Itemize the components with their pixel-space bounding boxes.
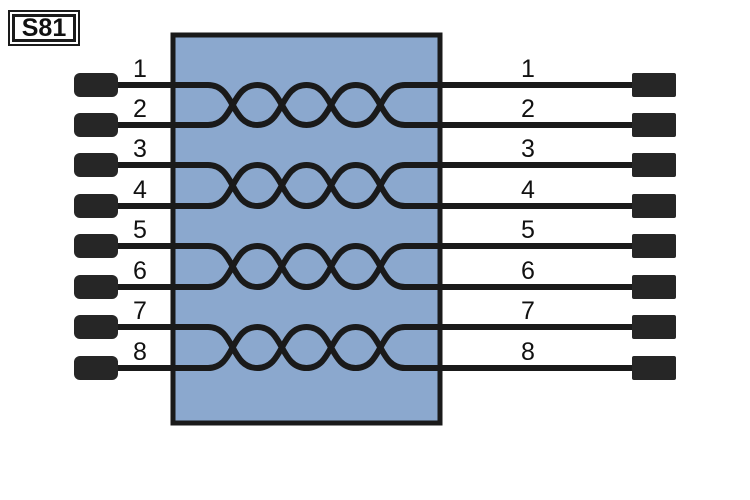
twisted-pair-2 (118, 162, 632, 209)
wire-conductor-pin-3 (118, 162, 632, 209)
diagram-id-label: S81 (12, 14, 76, 42)
cable-body (170, 32, 443, 426)
right-pin-label-8: 8 (521, 338, 535, 366)
left-pin-label-6: 6 (133, 257, 147, 285)
left-terminal-pin-6[interactable] (74, 275, 118, 299)
left-pin-label-3: 3 (133, 135, 147, 163)
wire-conductor-pin-6 (118, 243, 632, 290)
right-pin-label-6: 6 (521, 257, 535, 285)
left-pin-label-2: 2 (133, 95, 147, 123)
right-terminal-pin-3[interactable] (632, 153, 676, 177)
wire-conductor-pin-5 (118, 243, 632, 290)
right-terminal-pin-1[interactable] (632, 73, 676, 97)
wire-group (118, 82, 632, 371)
left-pin-label-1: 1 (133, 55, 147, 83)
twisted-pair-3 (118, 243, 632, 290)
twisted-pair-4 (118, 324, 632, 371)
left-pin-label-4: 4 (133, 176, 147, 204)
left-terminal-pin-1[interactable] (74, 73, 118, 97)
right-pin-label-4: 4 (521, 176, 535, 204)
left-terminal-pin-4[interactable] (74, 194, 118, 218)
right-terminal-pin-4[interactable] (632, 194, 676, 218)
left-terminal-pin-7[interactable] (74, 315, 118, 339)
wire-conductor-pin-4 (118, 162, 632, 209)
cable-body-rect (170, 32, 443, 426)
right-terminal-pin-8[interactable] (632, 356, 676, 380)
right-terminal-pin-6[interactable] (632, 275, 676, 299)
left-pin-label-8: 8 (133, 338, 147, 366)
right-pin-label-1: 1 (521, 55, 535, 83)
left-terminal-pin-8[interactable] (74, 356, 118, 380)
right-terminal-pin-7[interactable] (632, 315, 676, 339)
right-pin-label-5: 5 (521, 216, 535, 244)
right-terminal-pin-2[interactable] (632, 113, 676, 137)
terminal-group (74, 73, 676, 380)
left-terminal-pin-2[interactable] (74, 113, 118, 137)
wire-conductor-pin-7 (118, 324, 632, 371)
right-pin-label-2: 2 (521, 95, 535, 123)
right-pin-label-3: 3 (521, 135, 535, 163)
diagram-id-label-box: S81 (8, 10, 80, 46)
wire-conductor-pin-1 (118, 82, 632, 128)
wire-conductor-pin-8 (118, 324, 632, 371)
left-terminal-pin-3[interactable] (74, 153, 118, 177)
pin-label-group: 1 1 2 2 3 3 4 4 5 5 6 6 7 7 8 8 (133, 55, 535, 366)
left-pin-label-5: 5 (133, 216, 147, 244)
wire-conductor-pin-2 (118, 82, 632, 128)
left-pin-label-7: 7 (133, 297, 147, 325)
right-terminal-pin-5[interactable] (632, 234, 676, 258)
right-pin-label-7: 7 (521, 297, 535, 325)
twisted-pair-1 (118, 82, 632, 128)
left-terminal-pin-5[interactable] (74, 234, 118, 258)
